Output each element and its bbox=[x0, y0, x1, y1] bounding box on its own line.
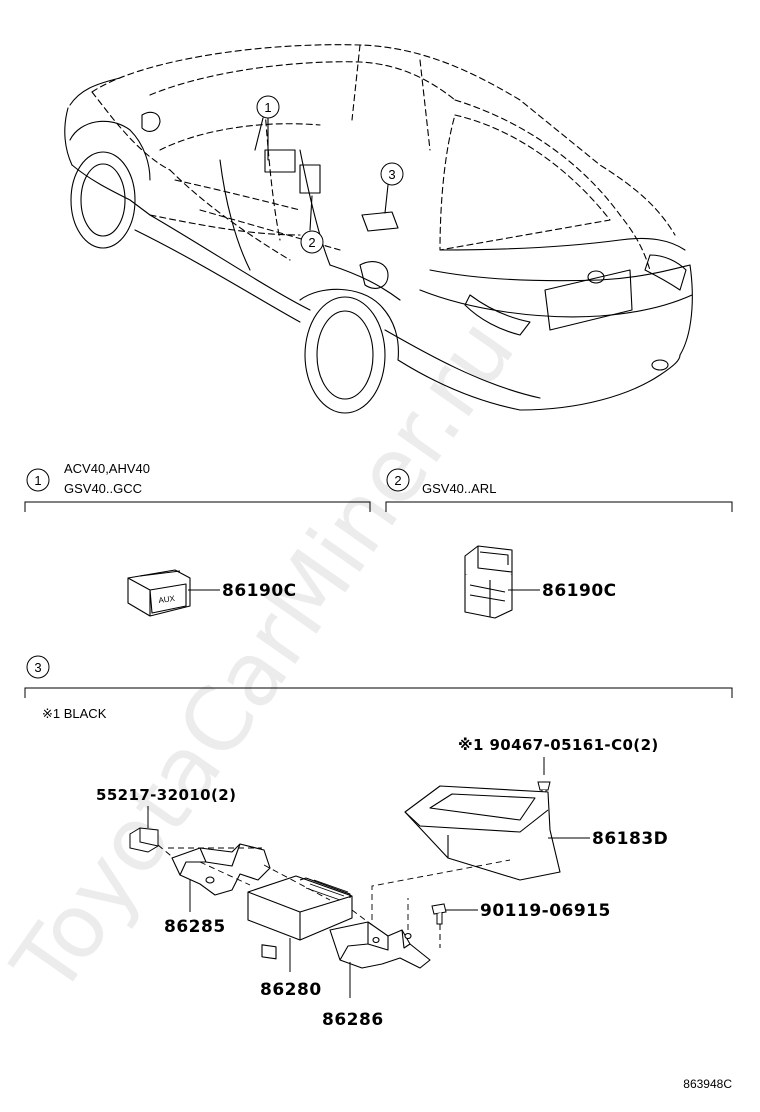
section-3: 3 ※1 BLACK ※1 90467-05161-C0(2) 55217-32… bbox=[24, 655, 733, 1030]
assembly-dashed-lines bbox=[168, 847, 511, 930]
section-2-model-line-1: GSV40..ARL bbox=[422, 481, 496, 496]
section-1-model-line-1: ACV40,AHV40 bbox=[64, 461, 150, 476]
part-86190c-section-2: 86190C bbox=[542, 581, 617, 601]
part-55217-32010: 55217-32010(2) bbox=[96, 786, 236, 804]
part-86285: 86285 bbox=[164, 917, 226, 937]
section-2: 2 GSV40..ARL 86190C bbox=[385, 468, 733, 619]
section-2-number: 2 bbox=[394, 473, 401, 488]
part-90119-06915: 90119-06915 bbox=[480, 901, 611, 921]
section-1: 1 ACV40,AHV40 GSV40..GCC AUX 86190C bbox=[24, 461, 371, 617]
switch-part-section-2 bbox=[464, 545, 513, 619]
overview-callout-2: 2 bbox=[308, 235, 315, 250]
overview-callout-1: 1 bbox=[264, 100, 271, 115]
overview-callouts bbox=[256, 95, 404, 254]
tray-part-86183d bbox=[404, 785, 561, 881]
car-overview-illustration bbox=[64, 44, 693, 414]
section-3-number: 3 bbox=[34, 660, 41, 675]
bracket-part-86285 bbox=[171, 843, 271, 896]
aux-switch-text: AUX bbox=[158, 594, 176, 605]
part-86190c-section-1: 86190C bbox=[222, 581, 297, 601]
part-86286: 86286 bbox=[322, 1010, 384, 1030]
aux-switch-part bbox=[127, 569, 191, 617]
drawing-id: 863948C bbox=[683, 1077, 732, 1091]
part-86183d: 86183D bbox=[592, 829, 668, 849]
overview-callout-3: 3 bbox=[388, 167, 395, 182]
section-3-note: ※1 BLACK bbox=[42, 706, 107, 721]
section-1-number: 1 bbox=[34, 473, 41, 488]
clip-part-55217 bbox=[129, 827, 159, 853]
section-1-model-line-2: GSV40..GCC bbox=[64, 481, 142, 496]
bolt-part-90119 bbox=[431, 903, 447, 925]
part-90467-05161-c0: ※1 90467-05161-C0(2) bbox=[458, 736, 659, 754]
part-86280: 86280 bbox=[260, 980, 322, 1000]
bracket-part-86286 bbox=[329, 921, 431, 969]
